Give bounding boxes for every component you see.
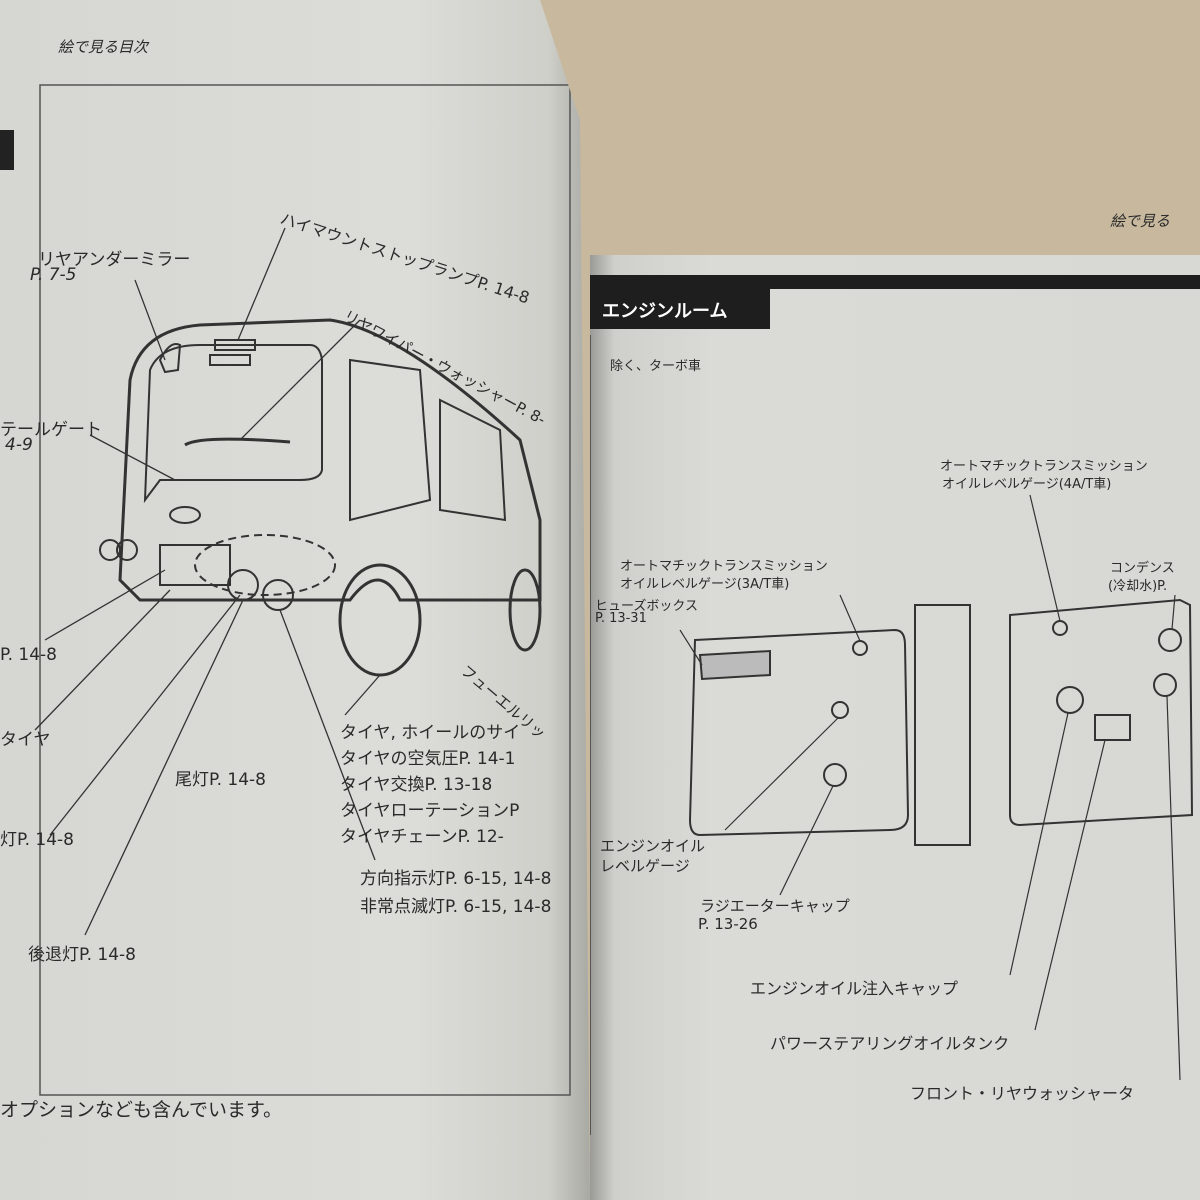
frame-line [590,335,591,1135]
label-at3-line1: オートマチックトランスミッション [620,559,828,574]
label-condenser-line1: コンデンス [1110,561,1175,576]
label-rear-under-mirror-page: P. 7-5 [30,265,77,285]
label-tire: タイヤ [0,730,51,750]
note-excluding-turbo: 除く、ターボ車 [610,359,702,374]
section-title: エンジンルーム [602,301,728,322]
label-oil-filler-cap: エンジンオイル注入キャップ [750,979,959,998]
label-p14-8: P. 14-8 [0,645,57,665]
right-manual-page: 絵で見る エンジンルーム 除く、ターボ車 オートマチックトランスミッシ [590,212,1200,1200]
page-header: 絵で見る目次 [58,38,149,56]
label-engine-oil-gauge-line2: レベルゲージ [600,857,690,875]
label-tire-change: タイヤ交換P. 13-18 [340,775,493,795]
section-title-bar: エンジンルーム [590,289,770,329]
label-rear-under-mirror: リヤアンダーミラー [38,250,191,270]
label-reverse-lamp: 後退灯P. 14-8 [28,945,136,965]
label-fuse-box: ヒューズボックス [595,599,698,614]
header-bar [590,275,1200,289]
label-lamp-p14-8: 灯P. 14-8 [0,830,74,850]
label-washer-tank: フロント・リヤウォッシャータ [910,1084,1135,1103]
left-manual-page: 絵で見る目次 ハイマウントストップランプP. 14-8 リヤアンダーミラー P.… [0,0,590,1200]
label-at3-line2: オイルレベルゲージ(3A/T車) [620,577,790,592]
page-header: 絵で見る [1110,212,1171,230]
label-tire-wheel: タイヤ, ホイールのサイ [340,723,521,743]
label-condenser-line2: (冷却水)P. [1108,579,1168,594]
label-radiator-cap-page: P. 13-26 [698,915,758,933]
label-tire-chain: タイヤチェーンP. 12- [340,827,504,847]
label-at4-line2: オイルレベルゲージ(4A/T車) [942,477,1112,492]
engine-room-illustration [679,494,1194,1081]
label-at4-line1: オートマチックトランスミッション [940,459,1148,474]
van-rear-illustration [0,84,571,1096]
label-engine-oil-gauge-line1: エンジンオイル [600,837,706,855]
label-tire-rotation: タイヤローテーションP [340,801,520,821]
label-fuse-box-page: P. 13-31 [595,611,647,626]
label-tire-pressure: タイヤの空気圧P. 14-1 [340,749,516,769]
label-tail-lamp: 尾灯P. 14-8 [175,770,266,790]
label-hazard-lamp: 非常点滅灯P. 6-15, 14-8 [360,897,552,917]
label-tailgate: テールゲート [0,420,102,440]
label-turn-signal: 方向指示灯P. 6-15, 14-8 [360,869,552,889]
label-power-steering-tank: パワーステアリングオイルタンク [770,1034,1010,1053]
label-radiator-cap: ラジエーターキャップ [700,897,850,915]
label-tailgate-page: 4-9 [5,435,33,455]
page-footer-note: オプションなども含んでいます。 [0,1099,283,1121]
